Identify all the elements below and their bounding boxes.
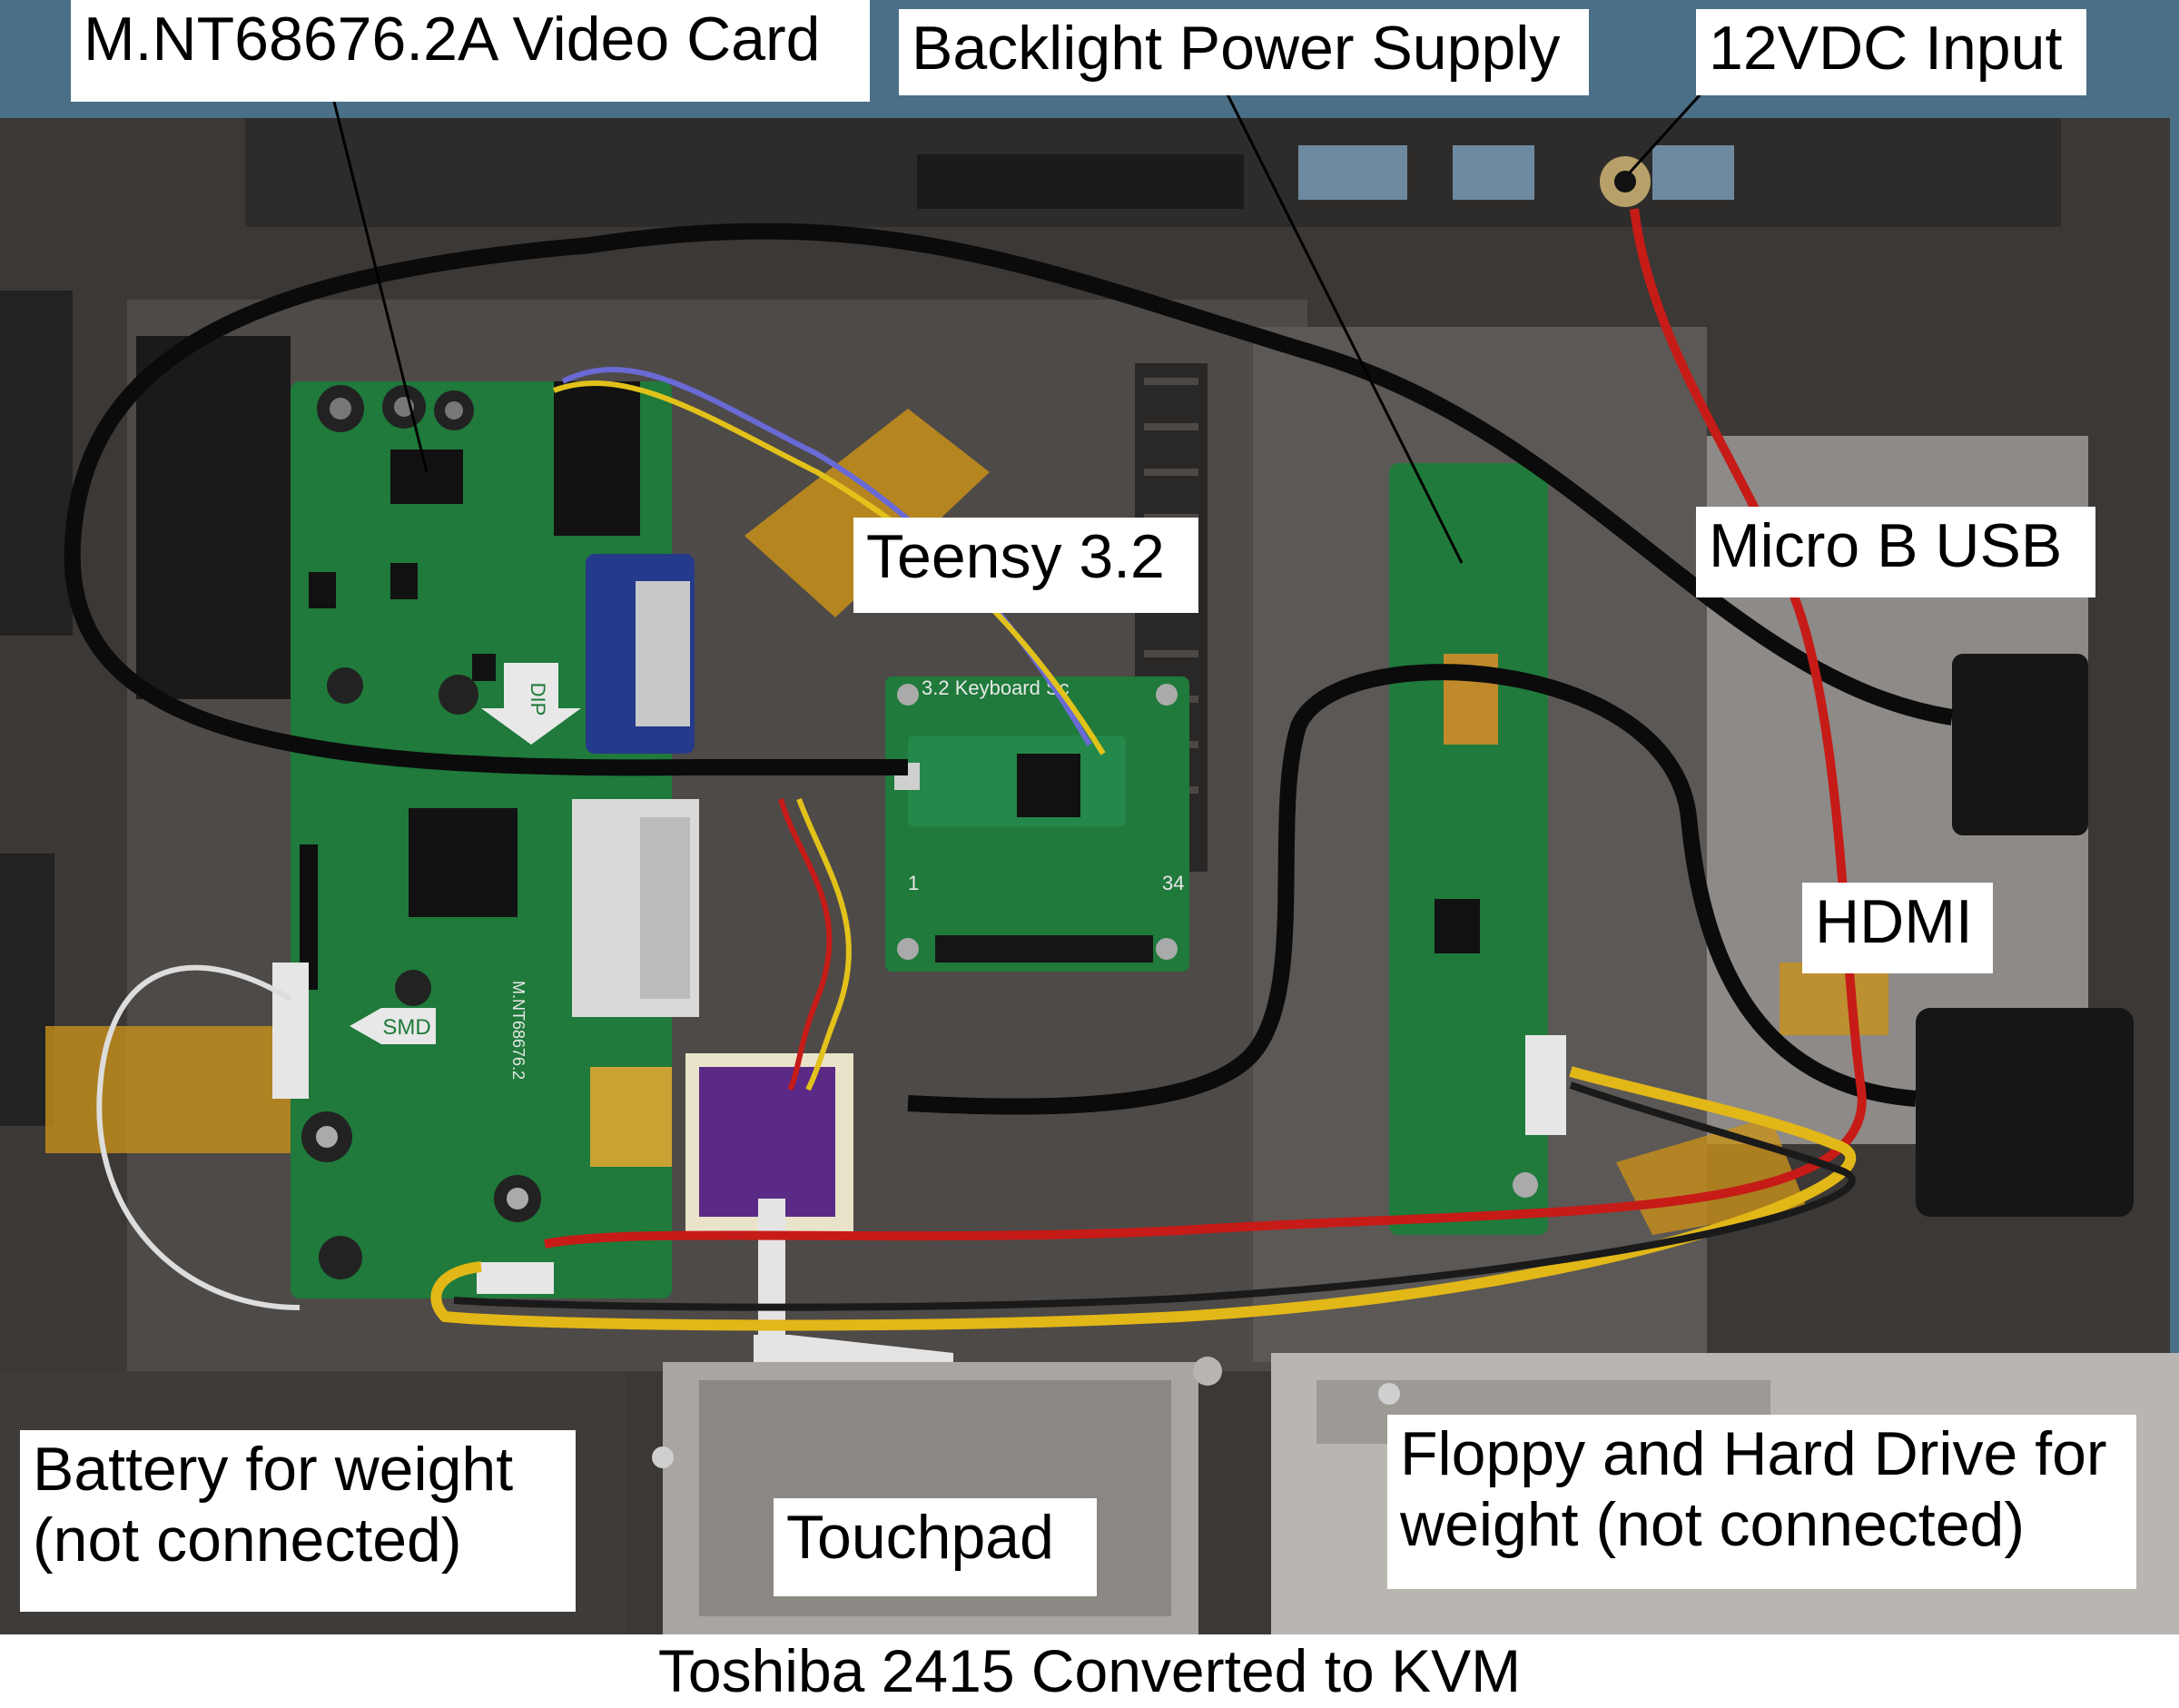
touchpad-wires bbox=[778, 798, 833, 1091]
dvi-shell bbox=[640, 817, 690, 999]
screw bbox=[652, 1446, 674, 1468]
screw bbox=[1378, 1383, 1400, 1405]
power-cable-black bbox=[453, 1081, 1856, 1311]
callout-hdmi: HDMI bbox=[1802, 883, 1993, 973]
keyboard-text: 3.2 Keyboard Sc bbox=[922, 676, 1070, 699]
left-vent bbox=[0, 291, 73, 636]
kapton-tape bbox=[45, 1026, 300, 1153]
pin-1-label: 1 bbox=[908, 872, 919, 894]
pin-34-label: 34 bbox=[1162, 872, 1184, 894]
teensy-keyboard-board: 3.2 Keyboard Sc 1 34 bbox=[885, 676, 1189, 972]
callout-floppy-hard-drive: Floppy and Hard Drive for weight (not co… bbox=[1387, 1415, 2136, 1589]
model-text: M.NT68676.2 bbox=[509, 981, 527, 1080]
power-cable-yellow bbox=[430, 1066, 1857, 1331]
callout-video-card: M.NT68676.2A Video Card bbox=[71, 0, 870, 102]
figure-caption: Toshiba 2415 Converted to KVM bbox=[0, 1634, 2179, 1708]
screw bbox=[1193, 1357, 1222, 1386]
power-header bbox=[272, 963, 309, 1099]
smd-text: SMD bbox=[382, 1015, 430, 1040]
callout-battery: Battery for weight (not connected) bbox=[20, 1430, 576, 1612]
laptop-interior-photo: DIP SMD M.NT68676.2 3.2 Keyboard Sc 1 34 bbox=[0, 0, 2179, 1634]
top-window bbox=[1652, 145, 1734, 200]
vga-shell bbox=[636, 581, 690, 726]
hdmi-cable bbox=[907, 664, 1917, 1115]
kapton-tape bbox=[744, 409, 990, 617]
video-card-pcb: DIP SMD M.NT68676.2 bbox=[291, 381, 672, 1298]
callout-12vdc-input: 12VDC Input bbox=[1696, 9, 2086, 95]
callout-backlight-power-supply: Backlight Power Supply bbox=[899, 9, 1589, 95]
dip-text: DIP bbox=[527, 683, 549, 716]
kapton-tape bbox=[1780, 963, 1888, 1035]
audio-jack bbox=[554, 463, 640, 536]
audio-jack bbox=[554, 381, 640, 468]
white-wire-loop bbox=[96, 964, 301, 1310]
inverter-header bbox=[477, 1262, 554, 1294]
callout-teensy: Teensy 3.2 bbox=[853, 518, 1198, 613]
top-vent-slot bbox=[917, 154, 1244, 209]
dc-jack-core bbox=[1614, 171, 1636, 193]
touchpad-adapter-pcb bbox=[699, 1067, 835, 1217]
backlight-inverter-pcb bbox=[1389, 463, 1566, 1235]
usb-cable bbox=[64, 222, 1954, 776]
hdmi-port bbox=[590, 1067, 672, 1167]
teensy-wires-yellow bbox=[552, 380, 1106, 755]
callout-touchpad: Touchpad bbox=[774, 1498, 1097, 1596]
top-window bbox=[1298, 145, 1407, 200]
leader-line-backlight bbox=[1215, 72, 1464, 564]
hdmi-panel-connector bbox=[1916, 1008, 2134, 1217]
dip-arrow bbox=[481, 663, 581, 745]
usb-panel-connector bbox=[1952, 654, 2088, 835]
ribbon-cable bbox=[758, 1199, 785, 1344]
top-window bbox=[1453, 145, 1534, 200]
touchpad-wires bbox=[796, 797, 852, 1091]
leader-line-video-card bbox=[325, 72, 429, 473]
smd-arrow bbox=[350, 1008, 436, 1044]
foam-pad bbox=[136, 336, 291, 699]
callout-micro-b-usb: Micro B USB bbox=[1696, 507, 2095, 597]
